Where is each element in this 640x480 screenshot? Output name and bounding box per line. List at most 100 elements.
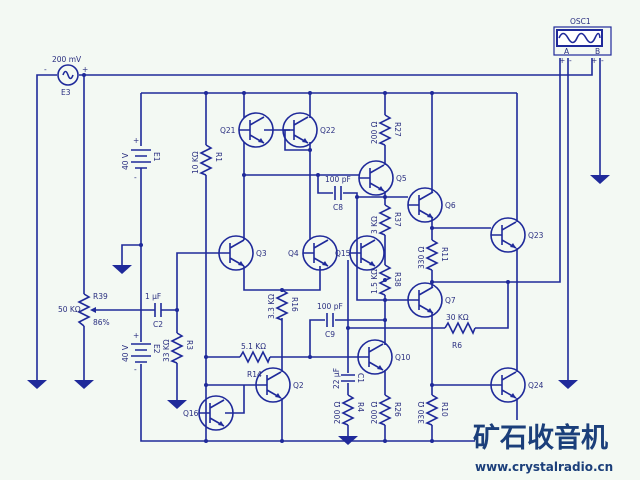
transistor-q23[interactable]: Q23 — [490, 217, 544, 253]
resistor-value: 30 KΩ — [446, 313, 469, 322]
resistor-value: 3.3 KΩ — [267, 294, 276, 319]
transistor-q5[interactable]: Q5 — [358, 160, 407, 196]
transistor-q6[interactable]: Q6 — [407, 187, 456, 223]
junction-dot — [383, 91, 387, 95]
transistor-leads — [491, 221, 517, 249]
transistor-q4[interactable]: Q4 — [288, 235, 338, 271]
ground-icon — [338, 436, 358, 445]
battery-ref: E1 — [152, 152, 161, 162]
transistor-leads — [408, 286, 434, 314]
transistor-leads — [408, 191, 434, 219]
transistor-q16[interactable]: Q16 — [183, 395, 234, 431]
emitter-arrow-icon — [258, 138, 264, 143]
resistor-ref: R26 — [393, 402, 402, 417]
waveform-icon — [558, 32, 601, 44]
ground-icon — [112, 265, 132, 274]
resistor-zigzag-icon — [444, 321, 476, 335]
junction-dot — [204, 383, 208, 387]
wiper-arrow-icon — [90, 307, 96, 313]
capacitor-ref: C9 — [325, 330, 335, 339]
transistor-q10[interactable]: Q10 — [357, 339, 411, 375]
ac-source-e3[interactable]: 200 mV E3 - + — [44, 55, 88, 97]
transistor-label: Q7 — [445, 296, 456, 305]
resistor-value: 200 Ω — [370, 401, 379, 424]
transistor-q21[interactable]: Q21 — [220, 112, 274, 148]
battery-plus: + — [133, 331, 139, 340]
capacitor-icon — [154, 303, 162, 317]
resistor-ref: R37 — [393, 212, 402, 227]
transistor-label: Q24 — [528, 381, 544, 390]
transistor-label: Q3 — [256, 249, 267, 258]
resistor-zigzag-icon — [378, 114, 392, 146]
resistor-zigzag-icon — [425, 394, 439, 426]
junction-dot — [383, 298, 387, 302]
junction-dot — [383, 318, 387, 322]
osc-ref: OSC1 — [570, 17, 591, 26]
junction-dot — [204, 91, 208, 95]
transistor-q24[interactable]: Q24 — [490, 367, 544, 403]
emitter-arrow-icon — [238, 261, 244, 266]
watermark-title: 矿石收音机 — [473, 422, 608, 454]
emitter-arrow-icon — [427, 308, 433, 313]
capacitor-ref: C1 — [356, 373, 365, 383]
junction-dot — [139, 243, 143, 247]
transistor-label: Q16 — [183, 409, 199, 418]
transistor-label: Q22 — [320, 126, 336, 135]
ground-icon — [167, 400, 187, 409]
watermark-url: www.crystalradio.cn — [475, 460, 613, 474]
ground-icon — [590, 175, 610, 184]
oscilloscope-osc1[interactable]: OSC1 A B + - + - — [553, 17, 612, 65]
capacitor-icon — [326, 313, 334, 327]
junction-dot — [308, 91, 312, 95]
transistor-label: Q21 — [220, 126, 236, 135]
battery-e2[interactable]: 40 V E2 + - — [121, 331, 161, 374]
osc-channel-b: B — [595, 47, 600, 56]
transistor-q7[interactable]: Q7 — [407, 282, 456, 318]
junction-dot — [430, 280, 434, 284]
pot-setting: 86% — [93, 318, 110, 327]
transistor-q22[interactable]: Q22 — [282, 112, 336, 148]
resistor-zigzag-icon — [239, 350, 271, 364]
junction-dot — [346, 326, 350, 330]
emitter-arrow-icon — [302, 138, 308, 143]
capacitor-ref: C2 — [153, 320, 163, 329]
ground-icon — [27, 380, 47, 389]
emitter-arrow-icon — [275, 393, 281, 398]
emitter-arrow-icon — [322, 261, 328, 266]
transistor-q3[interactable]: Q3 — [218, 235, 267, 271]
transistor-label: Q2 — [293, 381, 304, 390]
source-value: 200 mV — [52, 55, 82, 64]
resistor-value: 10 KΩ — [191, 151, 200, 174]
junction-dot — [355, 195, 359, 199]
resistor-r26[interactable]: 200 Ω R26 — [370, 394, 402, 426]
capacitor-icon — [334, 186, 342, 200]
emitter-arrow-icon — [377, 365, 383, 370]
transistor-leads — [491, 371, 517, 399]
potentiometer-r39[interactable]: R39 50 KΩ 86% — [58, 292, 110, 327]
junction-dot — [242, 173, 246, 177]
battery-value: 40 V — [121, 152, 130, 170]
transistor-label: Q4 — [288, 249, 299, 258]
osc-a-plus: + — [559, 56, 565, 65]
transistor-q15[interactable]: Q15 — [335, 235, 385, 271]
battery-e1[interactable]: 40 V E1 + - — [121, 136, 161, 182]
resistor-value: 5.1 KΩ — [241, 342, 266, 351]
transistor-q2[interactable]: Q2 — [255, 367, 304, 403]
resistor-value: 330 Ω — [417, 401, 426, 424]
